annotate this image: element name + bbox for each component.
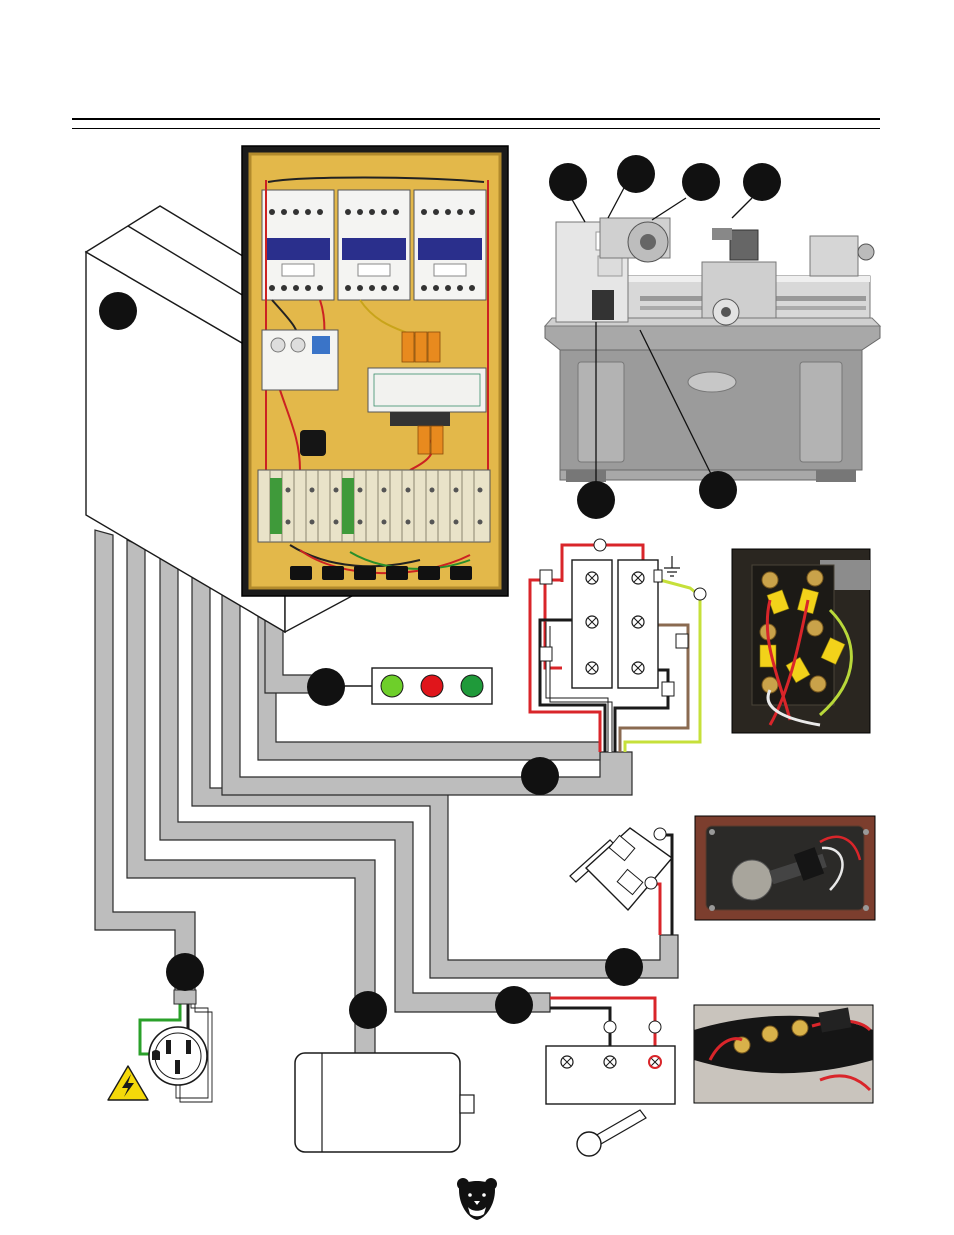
lathe-left-door	[578, 362, 624, 462]
control-panel-photo	[242, 146, 508, 596]
callout-lathe-1	[549, 163, 587, 201]
lathe-photo	[545, 218, 880, 482]
callout-cabinet	[99, 292, 137, 330]
lathe-right-door	[800, 362, 842, 462]
callout-spindle-switch	[495, 986, 533, 1024]
contactors	[262, 190, 486, 300]
terminal-photo	[732, 549, 870, 733]
callout-limit-switch	[605, 948, 643, 986]
spindle-switch-knob	[577, 1132, 601, 1156]
dark-green-lamp	[461, 675, 483, 697]
callout-lathe-3	[682, 163, 720, 201]
callout-motor	[349, 991, 387, 1029]
callout-lathe-4	[743, 163, 781, 201]
spindle-switch-photo	[694, 1005, 873, 1103]
high-voltage-icon	[108, 1066, 148, 1100]
power-receptacle	[140, 990, 212, 1102]
limit-switch	[570, 828, 672, 935]
callout-power	[166, 953, 204, 991]
red-lamp	[421, 675, 443, 697]
green-lamp	[381, 675, 403, 697]
spindle-switch-body	[546, 1046, 675, 1104]
limit-switch-photo	[695, 816, 875, 920]
overload-relay	[262, 330, 338, 390]
terminal-strip	[258, 470, 490, 542]
callout-lamps	[307, 668, 345, 706]
indicator-lamp-panel	[372, 668, 492, 704]
callout-terminal-block	[521, 757, 559, 795]
terminal-block	[530, 539, 706, 752]
lathe-tailstock	[810, 236, 858, 276]
ground-symbol	[664, 556, 680, 576]
callout-lathe-2	[617, 155, 655, 193]
motor	[295, 1053, 474, 1152]
callout-lathe-6	[699, 471, 737, 509]
spindle-switch	[546, 998, 675, 1156]
fuse-holder	[300, 430, 326, 456]
callout-lathe-5	[577, 481, 615, 519]
grizzly-bear-logo	[457, 1178, 497, 1220]
